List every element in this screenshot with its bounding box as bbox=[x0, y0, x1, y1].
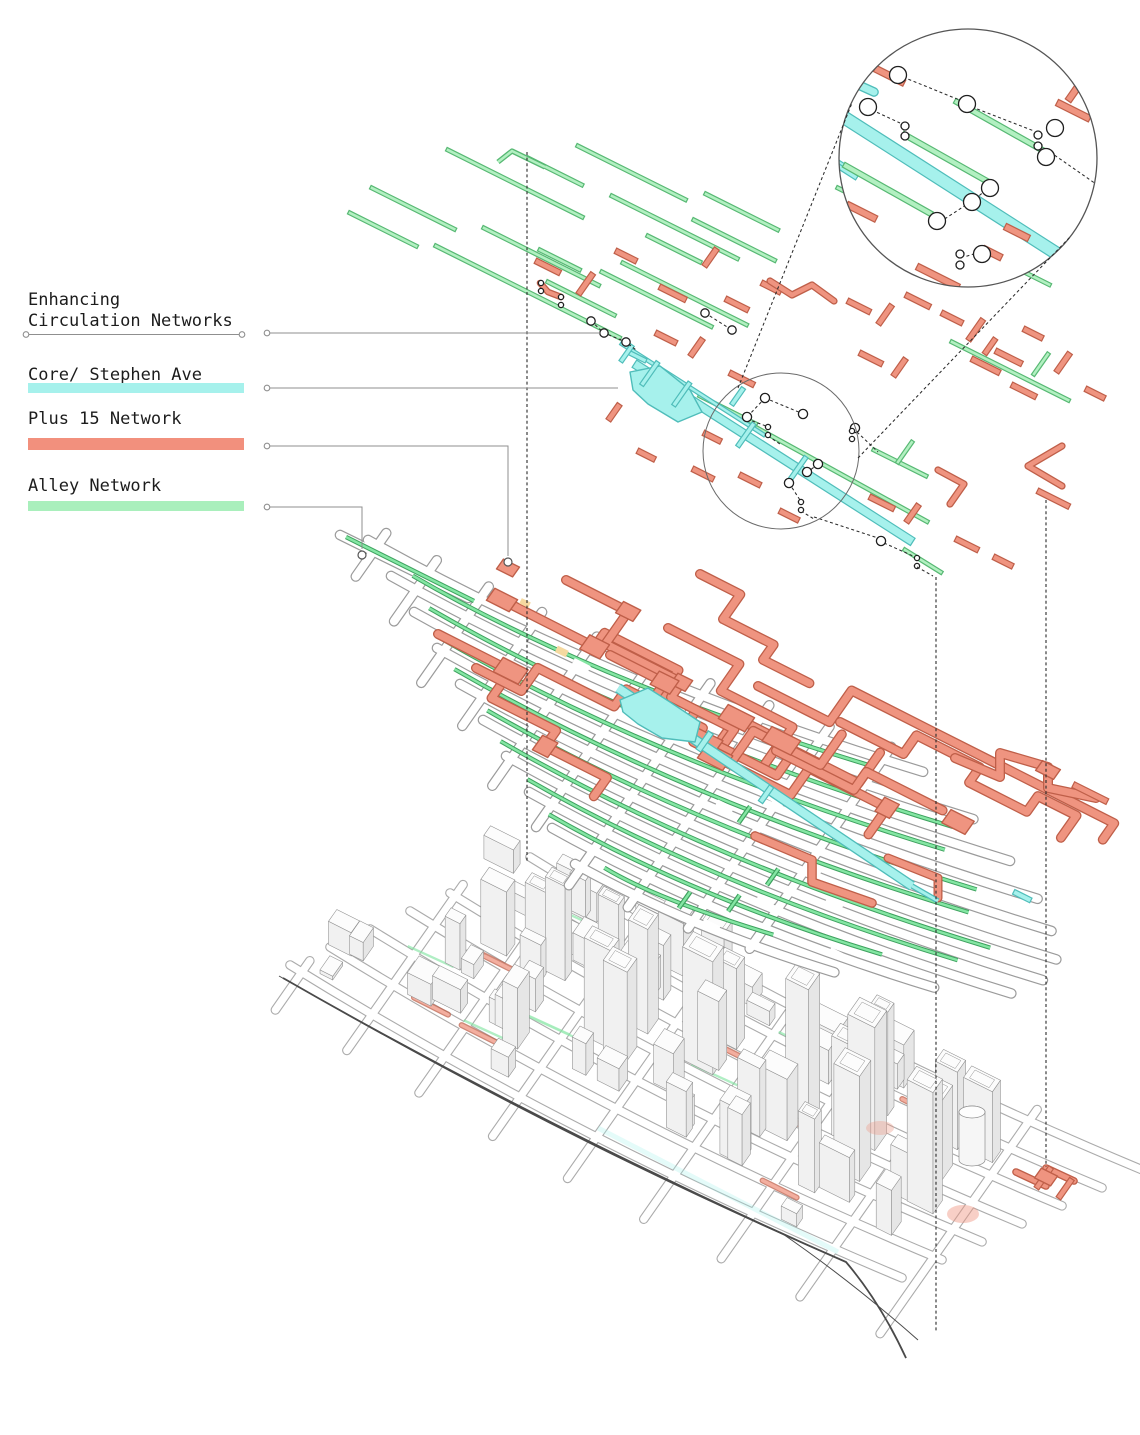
projection-guides bbox=[526, 102, 1071, 1333]
street-grid-layer bbox=[334, 527, 1120, 999]
city-plus15-elevated bbox=[866, 1121, 1078, 1223]
rail-corridor bbox=[278, 975, 919, 1359]
legend-swatch-alley-icon bbox=[28, 501, 244, 511]
legend-swatch-plus15-icon bbox=[28, 438, 244, 450]
city-buildings bbox=[319, 825, 1001, 1236]
plus15-network-abstract bbox=[533, 246, 1107, 570]
detail-source-circle bbox=[702, 372, 860, 530]
legend-title-line2: Circulation Networks bbox=[28, 311, 233, 331]
legend-label-core: Core/ Stephen Ave bbox=[28, 365, 202, 385]
top-network-layer bbox=[346, 142, 1107, 577]
legend-leader-lines bbox=[22, 329, 618, 567]
plus15-network-grid bbox=[433, 558, 1120, 908]
legend-title-line1: Enhancing bbox=[28, 290, 121, 310]
core-stephen-ave-abstract bbox=[618, 340, 916, 547]
circulation-nodes bbox=[537, 279, 934, 577]
core-stephen-ave-grid bbox=[615, 683, 1033, 904]
legend-swatch-core-icon bbox=[28, 383, 244, 393]
zoom-callout-circle bbox=[838, 28, 1098, 288]
city-massing-layer bbox=[270, 825, 1140, 1359]
legend-label-plus15: Plus 15 Network bbox=[28, 409, 182, 429]
legend-label-alley: Alley Network bbox=[28, 476, 162, 496]
